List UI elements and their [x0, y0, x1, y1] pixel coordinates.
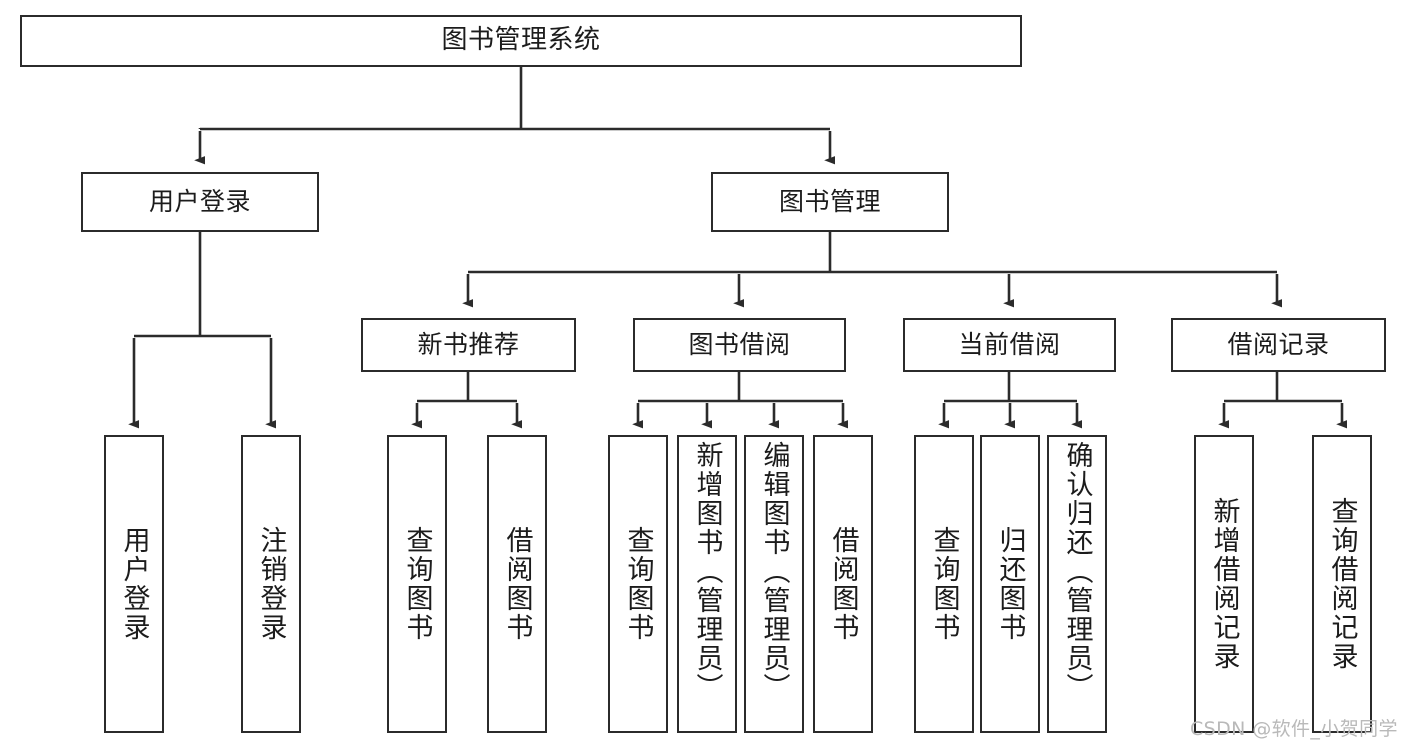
- leaf-current-query[interactable]: 查询图书: [914, 435, 974, 733]
- leaf-user-login[interactable]: 用户登录: [104, 435, 164, 733]
- node-label: 确认归还（管理员）: [1061, 441, 1093, 702]
- leaf-user-logout[interactable]: 注销登录: [241, 435, 301, 733]
- leaf-current-confirm-admin[interactable]: 确认归还（管理员）: [1047, 435, 1107, 733]
- node-label: 借阅图书: [501, 526, 533, 642]
- node-current-borrow[interactable]: 当前借阅: [903, 318, 1116, 372]
- node-label: 查询图书: [622, 526, 654, 642]
- leaf-borrow-edit-admin[interactable]: 编辑图书（管理员）: [744, 435, 804, 733]
- leaf-newbook-query[interactable]: 查询图书: [387, 435, 447, 733]
- node-label: 图书借阅: [688, 329, 791, 359]
- node-label: 图书管理系统: [441, 25, 601, 56]
- node-label: 当前借阅: [958, 329, 1061, 359]
- node-label: 新书推荐: [417, 329, 520, 359]
- leaf-borrow-add-admin[interactable]: 新增图书（管理员）: [677, 435, 737, 733]
- node-label: 新增图书（管理员）: [691, 441, 723, 702]
- leaf-newbook-borrow[interactable]: 借阅图书: [487, 435, 547, 733]
- node-book-management[interactable]: 图书管理: [711, 172, 949, 232]
- node-label: 借阅图书: [827, 526, 859, 642]
- csdn-watermark: CSDN @软件_小贺同学: [1190, 718, 1398, 740]
- node-borrow-record[interactable]: 借阅记录: [1171, 318, 1386, 372]
- node-label: 编辑图书（管理员）: [758, 441, 790, 702]
- node-label: 用户登录: [148, 186, 251, 216]
- leaf-borrow-borrow[interactable]: 借阅图书: [813, 435, 873, 733]
- node-label: 用户登录: [118, 526, 150, 642]
- node-label: 查询借阅记录: [1326, 497, 1358, 671]
- leaf-record-add[interactable]: 新增借阅记录: [1194, 435, 1254, 733]
- node-book-borrow[interactable]: 图书借阅: [633, 318, 846, 372]
- node-label: 归还图书: [994, 526, 1026, 642]
- node-label: 查询图书: [401, 526, 433, 642]
- node-label: 借阅记录: [1227, 329, 1330, 359]
- node-root-system[interactable]: 图书管理系统: [20, 15, 1022, 67]
- leaf-borrow-query[interactable]: 查询图书: [608, 435, 668, 733]
- leaf-record-query[interactable]: 查询借阅记录: [1312, 435, 1372, 733]
- node-label: 新增借阅记录: [1208, 497, 1240, 671]
- node-label: 查询图书: [928, 526, 960, 642]
- node-label: 注销登录: [255, 526, 287, 642]
- node-label: 图书管理: [778, 186, 881, 216]
- leaf-current-return[interactable]: 归还图书: [980, 435, 1040, 733]
- node-new-book-recommend[interactable]: 新书推荐: [361, 318, 576, 372]
- node-user-login[interactable]: 用户登录: [81, 172, 319, 232]
